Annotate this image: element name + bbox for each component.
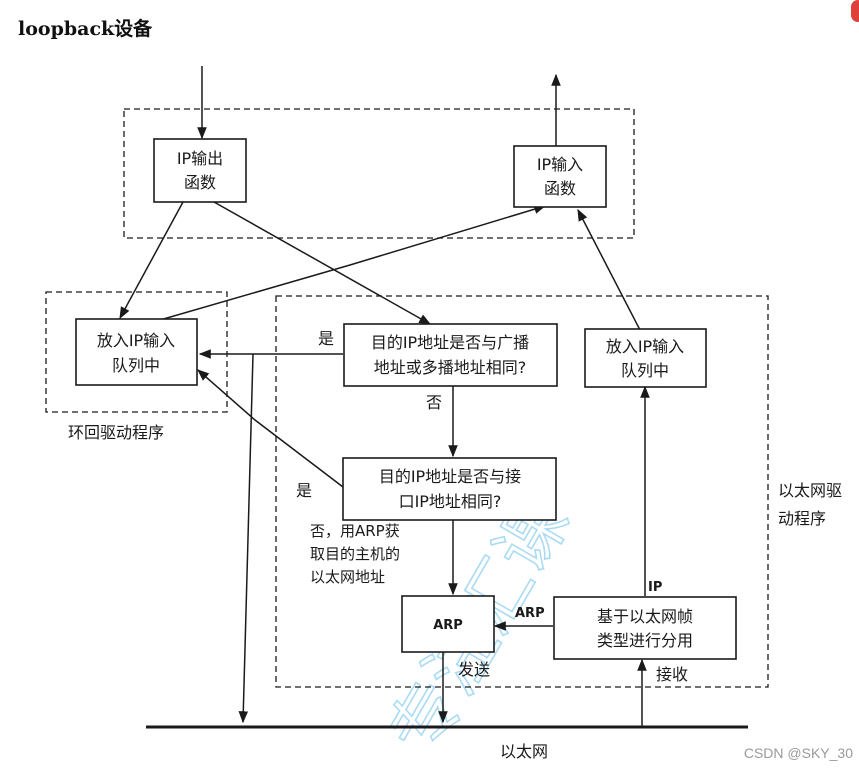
loop-queue-line-2: 队列中 (112, 356, 160, 375)
arrow-output-to-broadcast-check (213, 201, 432, 325)
label-receive: 接收 (656, 665, 688, 684)
ip-input-line-1: IP输入 (537, 155, 583, 174)
page-title: loopback设备 (18, 18, 153, 40)
ip-input-line-2: 函数 (544, 179, 576, 198)
label-ethernet: 以太网 (500, 742, 548, 761)
label-no-arp-3: 以太网地址 (310, 568, 385, 586)
broadcast-check-line-1: 目的IP地址是否与广播 (371, 333, 529, 352)
ip-output-box: IP输出 函数 (153, 138, 247, 203)
label-arp-edge: ARP (515, 606, 545, 621)
demux-line-1: 基于以太网帧 (597, 607, 693, 626)
eth-queue-line-2: 队列中 (621, 361, 669, 380)
arrow-output-to-loop-queue (119, 201, 184, 320)
interface-check-line-2: 口IP地址相同? (399, 492, 502, 511)
label-no-arp-1: 否，用ARP获 (310, 522, 400, 540)
interface-check-box: 目的IP地址是否与接 口IP地址相同? (342, 457, 557, 521)
arrow-eth-queue-to-ip-input (577, 208, 641, 331)
demux-box: 基于以太网帧 类型进行分用 (553, 596, 737, 660)
interface-check-line-1: 目的IP地址是否与接 (379, 467, 521, 486)
loop-queue-box: 放入IP输入 队列中 (75, 318, 198, 386)
corner-badge (851, 0, 859, 22)
label-yes-top: 是 (318, 329, 334, 348)
eth-queue-box: 放入IP输入 队列中 (584, 328, 707, 388)
ip-output-line-1: IP输出 (177, 149, 223, 168)
label-no-arp-2: 取目的主机的 (310, 545, 400, 563)
label-send: 发送 (458, 660, 490, 679)
label-ethernet-driver-1: 以太网驱 (778, 481, 842, 500)
arrow-loop-queue-to-ip-input (159, 204, 547, 321)
eth-queue-line-1: 放入IP输入 (606, 337, 684, 356)
label-ethernet-driver-2: 动程序 (778, 509, 826, 528)
ip-layer-region (123, 108, 635, 239)
demux-line-2: 类型进行分用 (597, 631, 693, 650)
label-no-mid: 否 (426, 393, 442, 412)
arp-box: ARP (401, 595, 495, 653)
ethernet-driver-region (275, 295, 769, 688)
arp-box-label: ARP (433, 618, 463, 633)
broadcast-check-box: 目的IP地址是否与广播 地址或多播地址相同? (343, 323, 558, 387)
ip-output-line-2: 函数 (184, 173, 216, 192)
arrow-broadcast-to-ethernet (238, 353, 254, 724)
label-ip-edge: IP (648, 580, 662, 595)
csdn-credit: CSDN @SKY_30 (743, 745, 853, 761)
label-yes-bottom: 是 (296, 481, 312, 500)
arrow-yes-interface-to-loop (197, 369, 344, 488)
ip-input-box: IP输入 函数 (513, 145, 607, 208)
label-loopback-driver: 环回驱动程序 (68, 423, 164, 442)
loopback-driver-region (45, 291, 228, 413)
broadcast-check-line-2: 地址或多播地址相同? (374, 358, 527, 377)
loop-queue-line-1: 放入IP输入 (97, 331, 175, 350)
